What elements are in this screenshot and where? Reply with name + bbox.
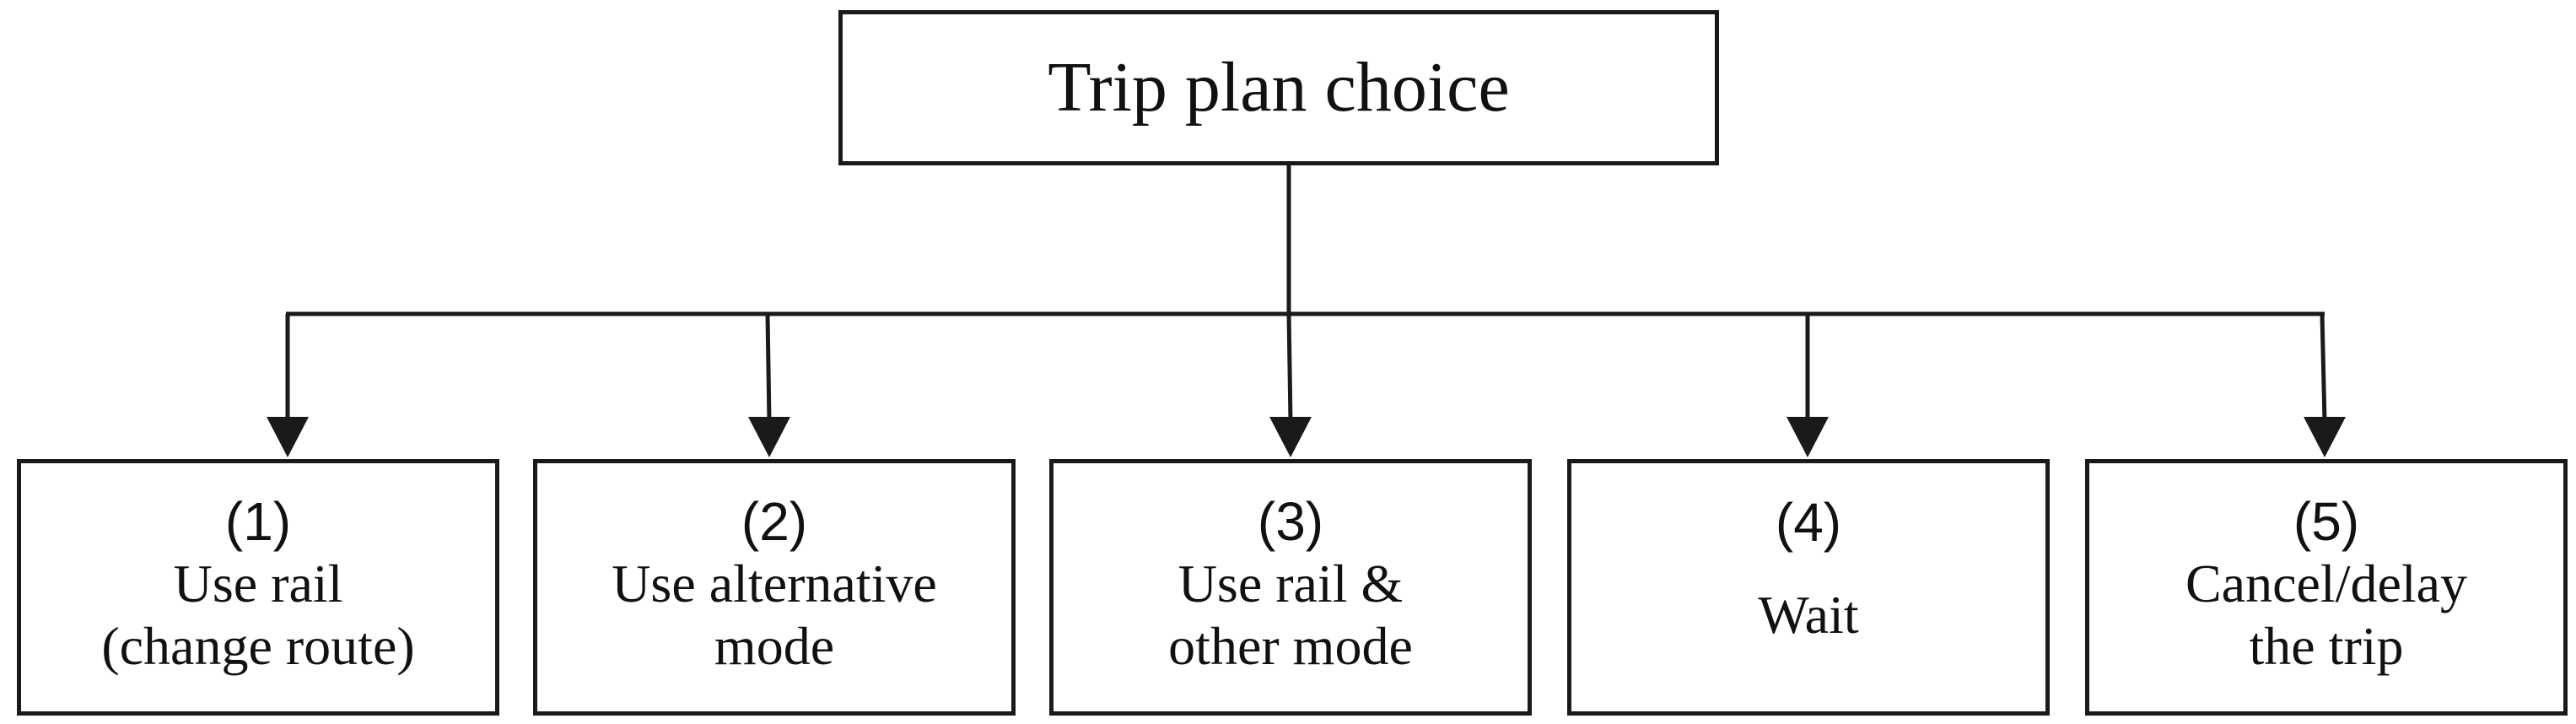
option-box-use-rail-change-route: (1) Use rail (change route) bbox=[17, 459, 499, 716]
option-box-use-alternative-mode: (2) Use alternative mode bbox=[533, 459, 1016, 716]
option-label-line: mode bbox=[714, 616, 835, 676]
option-number: (2) bbox=[741, 491, 808, 552]
option-box-use-rail-and-other-mode: (3) Use rail & other mode bbox=[1049, 459, 1532, 716]
root-node-trip-plan-choice: Trip plan choice bbox=[838, 10, 1719, 165]
option-number: (5) bbox=[2293, 491, 2360, 552]
option-number: (4) bbox=[1775, 492, 1842, 553]
option-number: (1) bbox=[224, 491, 292, 552]
option-box-wait: (4) Wait bbox=[1567, 459, 2050, 716]
option-label-line: Use rail & bbox=[1178, 554, 1404, 613]
option-label-line: (change route) bbox=[101, 616, 415, 676]
option-label-line: Wait bbox=[1758, 585, 1859, 645]
option-label-line: Cancel/delay bbox=[2185, 554, 2468, 613]
option-label-line: the trip bbox=[2249, 616, 2404, 676]
arrow-1 bbox=[267, 314, 309, 457]
option-label-line: Use alternative bbox=[612, 554, 937, 613]
option-label-line: other mode bbox=[1168, 616, 1413, 676]
option-label-line: Use rail bbox=[173, 554, 343, 613]
arrow-3 bbox=[1269, 313, 1312, 457]
option-box-cancel-delay-trip: (5) Cancel/delay the trip bbox=[2085, 459, 2568, 716]
arrow-4 bbox=[1786, 314, 1829, 457]
root-label: Trip plan choice bbox=[1048, 48, 1510, 127]
arrow-2 bbox=[748, 313, 790, 457]
arrow-5 bbox=[2304, 313, 2346, 457]
option-number: (3) bbox=[1257, 491, 1324, 552]
